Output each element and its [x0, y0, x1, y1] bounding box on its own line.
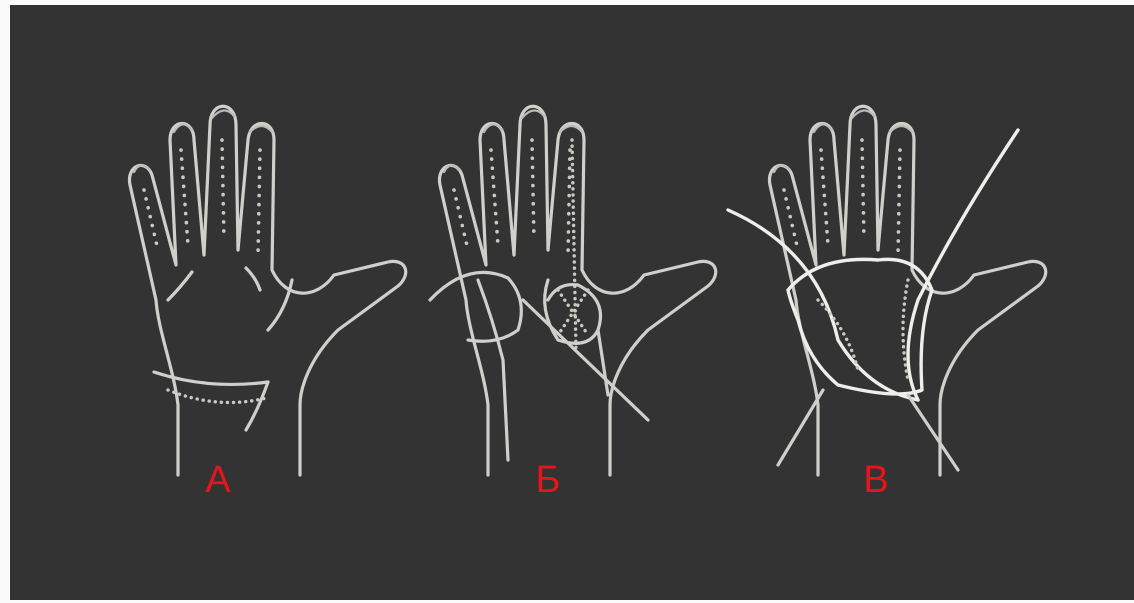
hand-b [430, 106, 716, 475]
hand-c [728, 106, 1046, 475]
panel-label-a: А [178, 458, 258, 502]
panel-label-b: Б [508, 458, 588, 502]
panel-label-c: В [836, 458, 916, 502]
hand-a [129, 106, 405, 475]
